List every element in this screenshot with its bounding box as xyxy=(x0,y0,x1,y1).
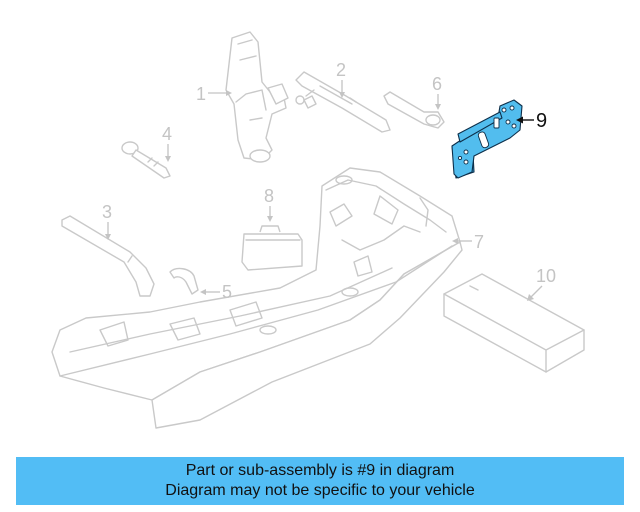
part-5-hook xyxy=(169,267,199,295)
part-7-tray xyxy=(51,167,463,429)
callout-3: 3 xyxy=(102,202,112,240)
part-2-handle xyxy=(295,71,391,133)
svg-text:9: 9 xyxy=(536,110,547,132)
svg-text:3: 3 xyxy=(102,202,112,222)
callout-7: 7 xyxy=(452,232,484,252)
svg-text:10: 10 xyxy=(536,266,556,286)
callout-9-highlighted: 9 xyxy=(516,110,547,132)
callout-5: 5 xyxy=(200,282,232,302)
part-8-pouch xyxy=(241,225,303,271)
callout-4: 4 xyxy=(162,124,172,162)
part-1-jack xyxy=(225,31,305,163)
part-4-eyebolt xyxy=(121,141,171,179)
svg-text:4: 4 xyxy=(162,124,172,144)
svg-text:1: 1 xyxy=(196,84,206,104)
info-banner: Part or sub-assembly is #9 in diagram Di… xyxy=(16,457,624,505)
callout-1: 1 xyxy=(196,84,232,104)
part-6-tool xyxy=(383,91,445,129)
callout-6: 6 xyxy=(432,74,442,110)
svg-text:8: 8 xyxy=(264,186,274,206)
callout-2: 2 xyxy=(336,60,346,98)
part-9-bracket-highlighted xyxy=(451,99,523,179)
callout-10: 10 xyxy=(527,266,556,301)
callout-8: 8 xyxy=(264,186,274,222)
parts-diagram: 1 2 6 4 8 3 5 7 10 9 xyxy=(51,31,585,429)
svg-text:7: 7 xyxy=(474,232,484,252)
svg-text:5: 5 xyxy=(222,282,232,302)
banner-line-2: Diagram may not be specific to your vehi… xyxy=(165,482,475,499)
svg-text:6: 6 xyxy=(432,74,442,94)
svg-text:2: 2 xyxy=(336,60,346,80)
part-3-wrench xyxy=(61,215,155,297)
part-10-box xyxy=(443,273,585,373)
banner-line-1: Part or sub-assembly is #9 in diagram xyxy=(185,462,455,479)
